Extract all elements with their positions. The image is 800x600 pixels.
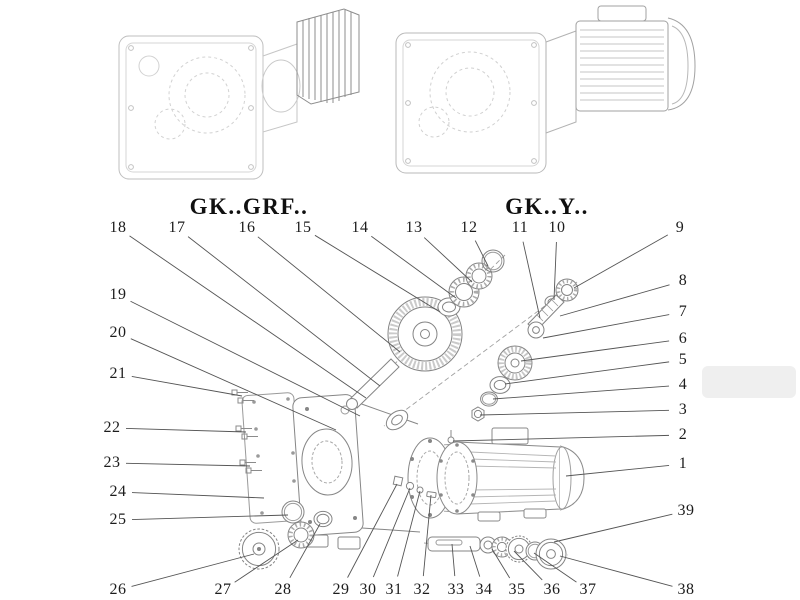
leader-line-26 [131, 553, 255, 587]
part-number-9: 9 [675, 219, 685, 236]
part-number-21: 21 [109, 365, 127, 382]
leader-line-30 [372, 487, 411, 578]
leader-line-6 [520, 340, 670, 362]
leader-line-14 [371, 235, 457, 299]
leader-line-19 [130, 300, 361, 417]
part-number-25: 25 [109, 511, 127, 528]
finned-cover [296, 8, 360, 105]
assembled-drawing-gkgrf [118, 8, 360, 180]
part-number-12: 12 [460, 219, 478, 236]
leader-line-11 [522, 241, 541, 319]
part-number-28: 28 [274, 581, 292, 598]
attached-motor [575, 5, 696, 112]
part-number-3: 3 [678, 401, 688, 418]
part-number-16: 16 [238, 219, 256, 236]
variant-label-gkgrf: GK..GRF.. [189, 194, 309, 219]
part-number-19: 19 [109, 286, 127, 303]
part-number-14: 14 [351, 219, 369, 236]
leader-line-15 [314, 234, 441, 313]
part-number-29: 29 [332, 581, 350, 598]
leader-line-39 [553, 513, 673, 543]
part-number-17: 17 [168, 219, 186, 236]
leader-line-23 [125, 462, 251, 467]
input-shaft-assembly [340, 249, 505, 415]
part-number-24: 24 [109, 483, 127, 500]
leader-line-20 [130, 338, 337, 431]
part-number-7: 7 [678, 303, 688, 320]
leader-line-28 [289, 523, 321, 579]
leader-line-3 [479, 409, 670, 416]
leader-line-38 [559, 555, 673, 587]
part-number-18: 18 [109, 219, 127, 236]
output-shaft-assembly [427, 535, 567, 570]
part-number-4: 4 [678, 376, 688, 393]
motor [436, 427, 585, 522]
leader-line-36 [513, 550, 543, 581]
leader-line-37 [533, 552, 577, 583]
leader-line-1 [565, 464, 670, 477]
leader-line-24 [131, 492, 265, 499]
leader-line-4 [492, 385, 670, 400]
leader-line-21 [131, 376, 243, 397]
part-number-11: 11 [511, 219, 529, 236]
part-number-23: 23 [103, 454, 121, 471]
part-number-5: 5 [678, 351, 688, 368]
assembled-drawing-gky [395, 5, 696, 174]
leader-line-16 [257, 236, 401, 353]
leader-line-9 [573, 234, 669, 289]
part-number-31: 31 [385, 581, 403, 598]
leader-line-12 [474, 240, 489, 267]
leader-line-35 [491, 548, 511, 579]
part-number-33: 33 [447, 581, 465, 598]
leader-line-8 [559, 284, 670, 317]
part-number-2: 2 [678, 426, 688, 443]
variant-label-gky: GK..Y.. [505, 194, 589, 219]
part-number-27: 27 [214, 581, 232, 598]
part-number-10: 10 [548, 219, 566, 236]
leader-line-2 [452, 434, 670, 442]
part-number-38: 38 [677, 581, 695, 598]
part-number-1: 1 [678, 455, 688, 472]
watermark [702, 366, 796, 398]
part-number-13: 13 [405, 219, 423, 236]
fitting-keys-and-plugs [392, 475, 437, 499]
part-number-36: 36 [543, 581, 561, 598]
part-number-15: 15 [294, 219, 312, 236]
part-number-37: 37 [579, 581, 597, 598]
part-number-6: 6 [678, 330, 688, 347]
leader-line-18 [129, 235, 367, 399]
leader-line-10 [553, 241, 557, 301]
leader-line-17 [187, 236, 381, 387]
leader-line-33 [451, 543, 456, 577]
part-number-30: 30 [359, 581, 377, 598]
leader-line-31 [397, 490, 421, 577]
part-number-35: 35 [508, 581, 526, 598]
leader-line-25 [131, 514, 289, 521]
part-number-26: 26 [109, 581, 127, 598]
part-number-34: 34 [475, 581, 493, 598]
leader-line-27 [234, 539, 299, 583]
leader-line-13 [423, 237, 473, 283]
part-number-32: 32 [413, 581, 431, 598]
part-number-22: 22 [103, 419, 121, 436]
leader-line-22 [125, 427, 247, 433]
leader-line-32 [422, 494, 432, 577]
part-number-8: 8 [678, 272, 688, 289]
leader-line-7 [542, 314, 670, 339]
part-number-20: 20 [109, 324, 127, 341]
bevel-pinion-assembly [471, 278, 579, 422]
part-number-39: 39 [677, 502, 695, 519]
leader-line-29 [347, 483, 398, 578]
leader-line-34 [469, 545, 481, 577]
leader-line-5 [504, 361, 670, 385]
